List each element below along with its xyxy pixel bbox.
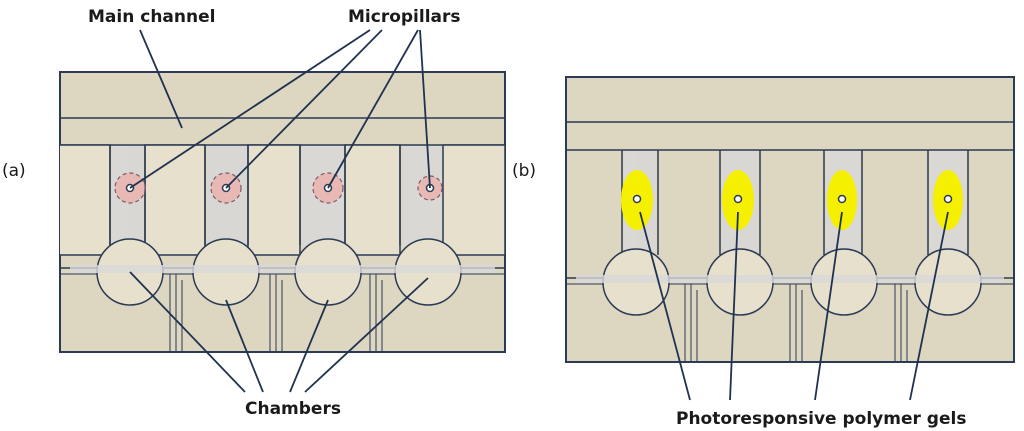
micropillars-label: Micropillars	[348, 7, 461, 27]
panel-a	[59, 29, 506, 393]
panel-b	[565, 76, 1015, 401]
bottom-slits-a	[169, 274, 383, 352]
leader-lines-b	[639, 211, 949, 401]
panel-b-tag: (b)	[512, 161, 536, 181]
feed-channel-walls-a	[109, 145, 444, 245]
chambers-label: Chambers	[245, 399, 341, 419]
chamber-band-b	[576, 275, 1004, 283]
panel-a-tag: (a)	[2, 161, 26, 181]
leader-lines-a	[129, 29, 431, 393]
main-channel-label: Main channel	[88, 7, 215, 27]
micropillars-b	[632, 194, 953, 204]
chamber-band-a	[70, 265, 495, 273]
feed-channel-walls-b	[621, 150, 969, 255]
bottom-slits-b	[684, 284, 908, 362]
gels-label: Photoresponsive polymer gels	[676, 409, 966, 429]
